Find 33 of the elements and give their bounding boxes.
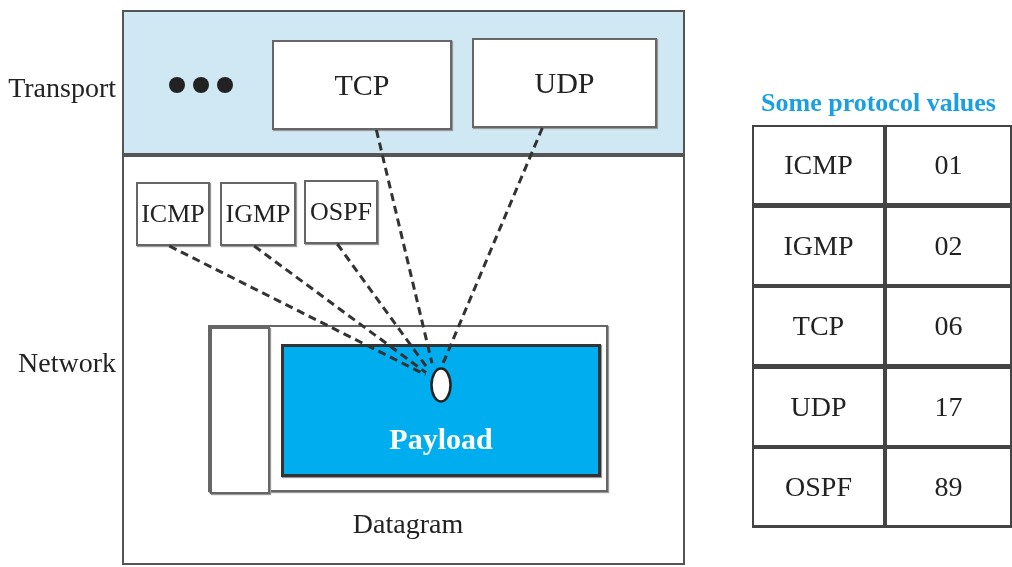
table-cell: TCP <box>752 286 885 367</box>
protocol-name: IGMP <box>224 198 292 230</box>
protocol-box <box>472 38 657 128</box>
layer-label: Transport <box>7 71 116 105</box>
table-cell: 17 <box>885 366 1012 448</box>
dashed-connector <box>374 129 434 364</box>
layer-label: Network <box>17 346 116 380</box>
protocol-name: TCP <box>333 67 391 103</box>
table-cell: 01 <box>885 125 1012 206</box>
protocol-box <box>304 180 378 244</box>
table-cell: UDP <box>752 366 885 448</box>
header-box <box>210 327 270 494</box>
datagram-label: Datagram <box>351 507 465 541</box>
protocol-name: OSPF <box>308 196 374 228</box>
table-cell: OSPF <box>752 447 885 528</box>
table-title: Some protocol values <box>760 87 997 119</box>
payload-field <box>281 344 601 477</box>
protocol-name: UDP <box>533 65 596 101</box>
dashed-connector <box>440 127 544 366</box>
table-cell: ICMP <box>752 125 885 206</box>
protocol-box <box>220 182 296 246</box>
table-cell: 02 <box>885 205 1012 287</box>
payload-label: Payload <box>388 421 494 457</box>
datagram-box <box>208 325 608 492</box>
protocol-box <box>272 40 452 130</box>
dashed-connector <box>253 244 427 374</box>
protocol-box <box>136 182 210 246</box>
table-cell: IGMP <box>752 205 885 287</box>
table-cell: 89 <box>885 447 1012 528</box>
dashed-connector <box>336 243 429 370</box>
dashed-connector <box>168 244 427 377</box>
protocol-name: ICMP <box>140 198 206 230</box>
table-cell: 06 <box>885 286 1012 367</box>
